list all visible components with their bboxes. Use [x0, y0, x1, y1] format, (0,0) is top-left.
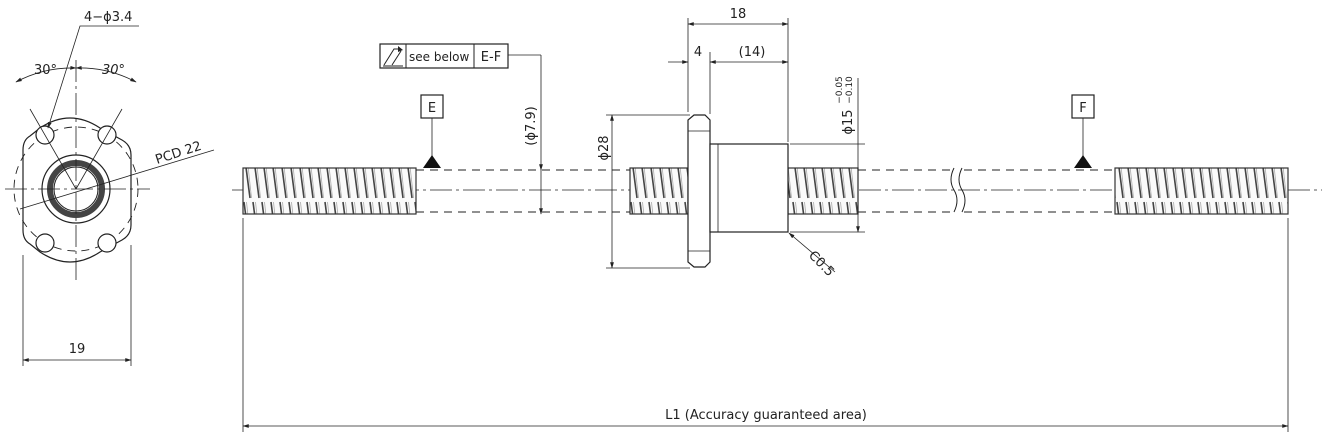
dim-body-dia: ϕ15 — [841, 109, 856, 134]
hole-callout-label: 4−ϕ3.4 — [84, 10, 132, 25]
datum-e-label: E — [428, 101, 436, 116]
front-view: 18 4 (14) ϕ28 (ϕ7.9) ϕ15 −0.05 −0.10 C0.… — [232, 7, 1322, 432]
break-mark-left — [950, 167, 958, 213]
dim-flange-dia: ϕ28 — [597, 135, 612, 160]
pcd-leader — [19, 149, 215, 210]
thread-section-left — [242, 167, 417, 215]
datum-f-label: F — [1079, 101, 1086, 116]
thread-section-right — [1114, 167, 1289, 215]
dim-flange-thickness: 4 — [694, 45, 702, 60]
angle-label-left: 30° — [34, 63, 57, 78]
angle-arc-right — [75, 65, 137, 83]
hole-leader — [47, 25, 139, 129]
break-mark-right — [958, 167, 966, 213]
tolerance-lower: −0.10 — [845, 76, 855, 104]
dim-nut-length: 18 — [730, 7, 747, 22]
tolerance-frame-datum: E-F — [481, 50, 501, 65]
end-view: 30° 30° 4−ϕ3.4 PCD 22 19 — [5, 10, 215, 366]
mount-hole-bl — [35, 233, 55, 253]
mount-hole-br — [97, 233, 117, 253]
dim-body-length: (14) — [739, 45, 766, 60]
total-runout-icon — [383, 46, 403, 67]
nut-flange — [687, 114, 711, 268]
angle-line-right — [75, 108, 123, 190]
dim-thread-dia: (ϕ7.9) — [524, 106, 539, 145]
width-label: 19 — [69, 342, 86, 357]
angle-label-right: 30° — [102, 63, 125, 78]
pcd-label: PCD 22 — [154, 139, 204, 168]
thread-section-nut-left — [629, 167, 689, 215]
thread-section-nut-right — [787, 167, 859, 215]
chamfer-label: C0.5 — [805, 248, 837, 280]
chamfer-leader — [788, 232, 836, 273]
angle-arc-left — [15, 65, 77, 83]
tolerance-frame: see below E-F — [379, 43, 541, 69]
angle-line-left — [29, 108, 77, 190]
datum-f-triangle — [1074, 155, 1092, 168]
overall-length-label: L1 (Accuracy guaranteed area) — [665, 408, 867, 423]
tolerance-frame-note: see below — [409, 50, 470, 64]
tolerance-upper: −0.05 — [835, 76, 845, 104]
datum-e-triangle — [423, 155, 441, 168]
nut-body — [709, 143, 789, 233]
